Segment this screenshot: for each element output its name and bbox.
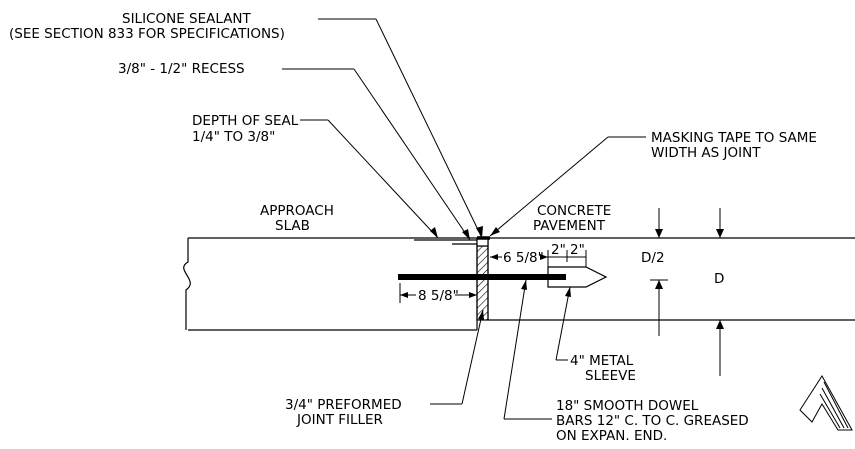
- recess-label: 3/8" - 1/2" RECESS: [118, 61, 245, 77]
- dowel-label-3: ON EXPAN. END.: [556, 428, 667, 444]
- depth-of-seal-range-label: 1/4" TO 3/8": [192, 129, 275, 145]
- dimension-2-2: [548, 250, 587, 267]
- orientation-arrow-icon: [799, 375, 853, 431]
- d-text: D: [714, 271, 724, 287]
- leader-depth-of-seal: [300, 119, 439, 239]
- dim-6-5-8-text: 6 5/8": [503, 250, 544, 266]
- dowel-bar: [398, 274, 566, 280]
- leader-dowel: [503, 279, 552, 420]
- metal-sleeve: [547, 266, 608, 288]
- approach-slab-label-2: SLAB: [275, 218, 310, 234]
- concrete-pavement-label-2: PAVEMENT: [533, 218, 606, 234]
- masking-tape-label: MASKING TAPE TO SAME: [651, 130, 817, 146]
- leader-masking-tape: [489, 136, 646, 237]
- approach-slab-label: APPROACH: [260, 203, 334, 219]
- dimension-6-5-8: [490, 250, 549, 267]
- dim-2-b-text: 2": [570, 242, 585, 258]
- silicone-sealant-label: SILICONE SEALANT: [122, 11, 252, 27]
- dimension-d: [716, 208, 724, 376]
- dowel-label: 18" SMOOTH DOWEL: [556, 398, 699, 414]
- concrete-pavement-label: CONCRETE: [537, 203, 611, 219]
- masking-tape-width-label: WIDTH AS JOINT: [651, 145, 761, 161]
- recess-lines: [414, 239, 477, 245]
- leader-metal-sleeve: [555, 286, 571, 361]
- metal-sleeve-label-2: SLEEVE: [585, 368, 636, 384]
- dim-8-5-8-text: 8 5/8": [418, 288, 459, 304]
- dimension-8-5-8: [399, 283, 477, 303]
- joint-filler-label: 3/4" PREFORMED: [285, 397, 402, 413]
- leader-recess: [282, 68, 471, 241]
- leader-joint-filler: [430, 309, 484, 405]
- metal-sleeve-label: 4" METAL: [570, 353, 634, 369]
- dowel-label-2: BARS 12" C. TO C. GREASED: [556, 413, 749, 429]
- joint-filler-hatch: [476, 245, 489, 321]
- dimension-d-half: [650, 208, 668, 336]
- leader-silicone-sealant: [318, 18, 483, 239]
- see-section-label: (SEE SECTION 833 FOR SPECIFICATIONS): [9, 26, 285, 42]
- dim-2-a-text: 2": [551, 242, 566, 258]
- approach-slab: [183, 237, 478, 331]
- depth-of-seal-label: DEPTH OF SEAL: [192, 113, 299, 129]
- d-half-text: D/2: [641, 250, 665, 266]
- joint-filler-label-2: JOINT FILLER: [296, 412, 383, 428]
